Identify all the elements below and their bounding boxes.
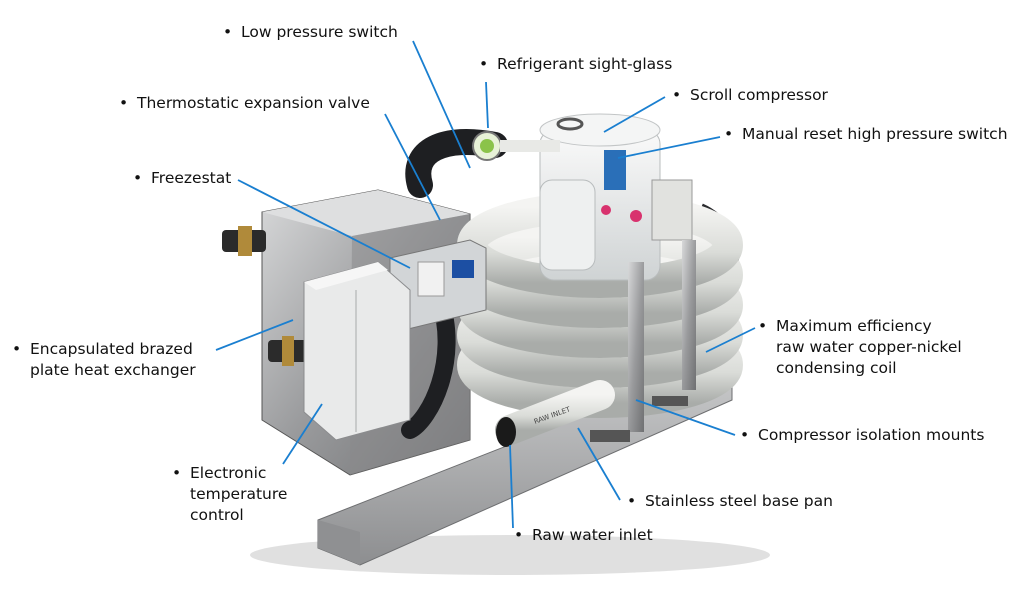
label-stainless-steel-base-pan: •Stainless steel base pan <box>627 492 833 510</box>
label-manual-reset-high-pressure-switch: •Manual reset high pressure switch <box>724 125 1008 143</box>
label-raw-water-inlet: •Raw water inlet <box>514 526 653 544</box>
coil-strap <box>628 262 644 432</box>
label-heat-exchanger: •Encapsulated brazed plate heat exchange… <box>12 340 196 379</box>
label-scroll-compressor: •Scroll compressor <box>672 86 828 104</box>
compressor-terminal-box <box>651 179 693 241</box>
leader-expansion-valve <box>384 113 441 221</box>
leader-base-pan <box>577 427 621 501</box>
leader-scroll-compressor <box>603 96 666 133</box>
leader-lines <box>215 40 756 529</box>
leader-condensing-coil <box>705 327 756 353</box>
leader-high-pressure-switch <box>617 136 721 159</box>
electronic-control-box <box>303 261 411 441</box>
label-condensing-coil: •Maximum efficiency raw water copper-nic… <box>758 317 962 377</box>
leader-refrigerant-sight-glass <box>485 81 489 129</box>
label-refrigerant-sight-glass: •Refrigerant sight-glass <box>479 55 673 73</box>
leader-low-pressure-switch <box>412 40 471 169</box>
label-thermostatic-expansion-valve: •Thermostatic expansion valve <box>119 94 370 112</box>
freezestat-body <box>389 239 487 331</box>
isolation-mount <box>590 430 630 442</box>
leader-temperature-control <box>282 403 323 465</box>
label-freezestat: •Freezestat <box>133 169 232 187</box>
leader-heat-exchanger <box>215 319 294 351</box>
raw-water-inlet-pipe <box>495 380 615 447</box>
leader-freezestat <box>237 179 411 269</box>
leader-raw-water-inlet <box>509 444 514 529</box>
high-pressure-switch <box>604 150 626 190</box>
leader-isolation-mounts <box>635 399 736 436</box>
label-electronic-temperature-control: •Electronic temperature control <box>172 464 288 524</box>
label-compressor-isolation-mounts: •Compressor isolation mounts <box>740 426 985 444</box>
label-low-pressure-switch: •Low pressure switch <box>223 23 398 41</box>
scroll-compressor <box>539 113 661 281</box>
